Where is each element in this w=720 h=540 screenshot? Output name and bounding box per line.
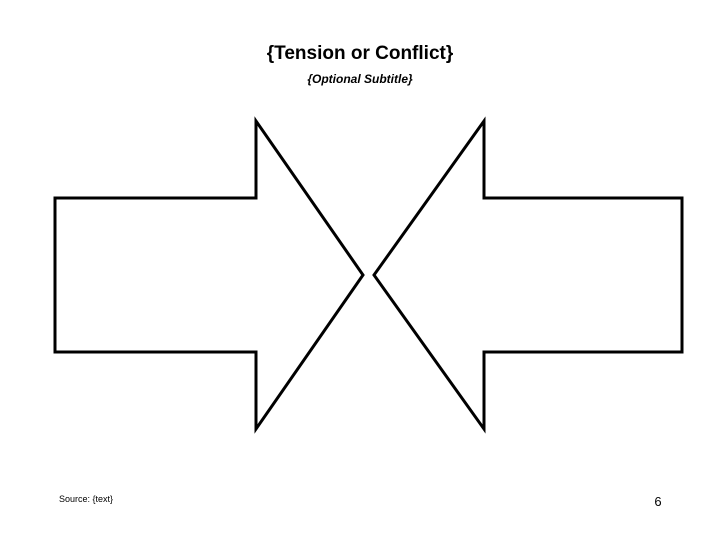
page-title: {Tension or Conflict} bbox=[266, 43, 454, 64]
source-note: Source: {text} bbox=[59, 494, 114, 504]
page-number: 6 bbox=[654, 494, 662, 509]
right-arrow-shape[interactable] bbox=[372, 116, 684, 434]
page-subtitle: {Optional Subtitle} bbox=[307, 72, 413, 86]
left-arrow-shape[interactable] bbox=[53, 116, 365, 434]
